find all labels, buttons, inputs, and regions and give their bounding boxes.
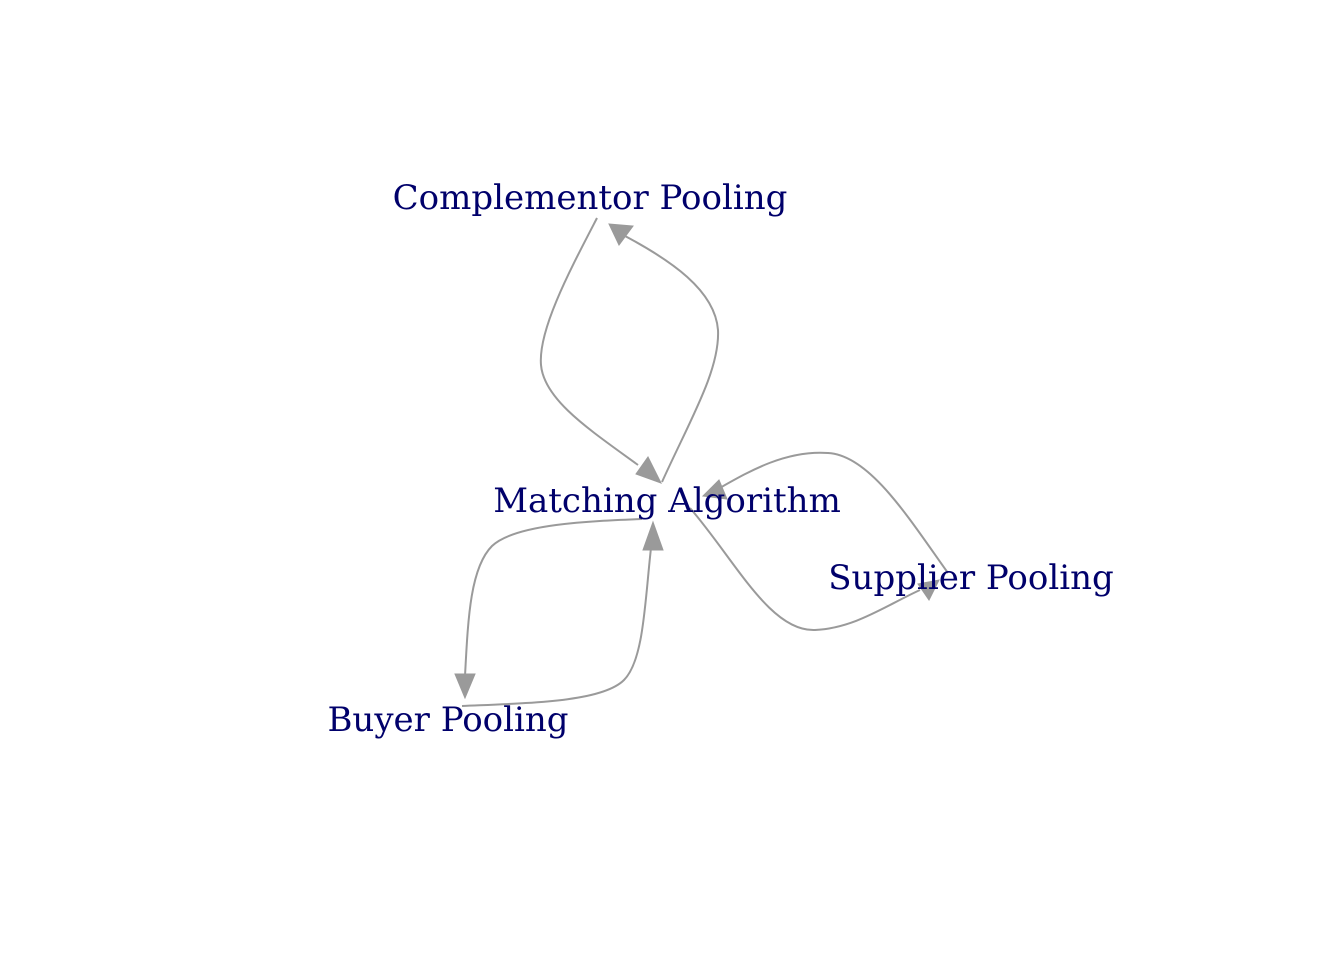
arrowhead-matching-bottom (642, 520, 664, 551)
edge-matching-to-buyer (464, 518, 643, 677)
arrowhead-buyer (454, 673, 476, 700)
arrowhead-matching-right (701, 479, 728, 500)
node-label-supplier: Supplier Pooling (828, 558, 1114, 598)
node-label-buyer: Buyer Pooling (327, 700, 568, 740)
node-label-matching: Matching Algorithm (493, 481, 841, 521)
arrowhead-supplier (917, 579, 940, 601)
edge-matching-to-complementor (624, 235, 720, 483)
node-label-complementor: Complementor Pooling (393, 178, 788, 218)
arrowhead-complementor (608, 223, 634, 246)
edge-buyer-to-matching (461, 547, 652, 707)
edge-supplier-to-matching (717, 451, 949, 574)
edge-matching-to-supplier (689, 507, 921, 632)
arrowhead-matching-top (635, 456, 663, 484)
edge-complementor-to-matching (539, 217, 639, 466)
